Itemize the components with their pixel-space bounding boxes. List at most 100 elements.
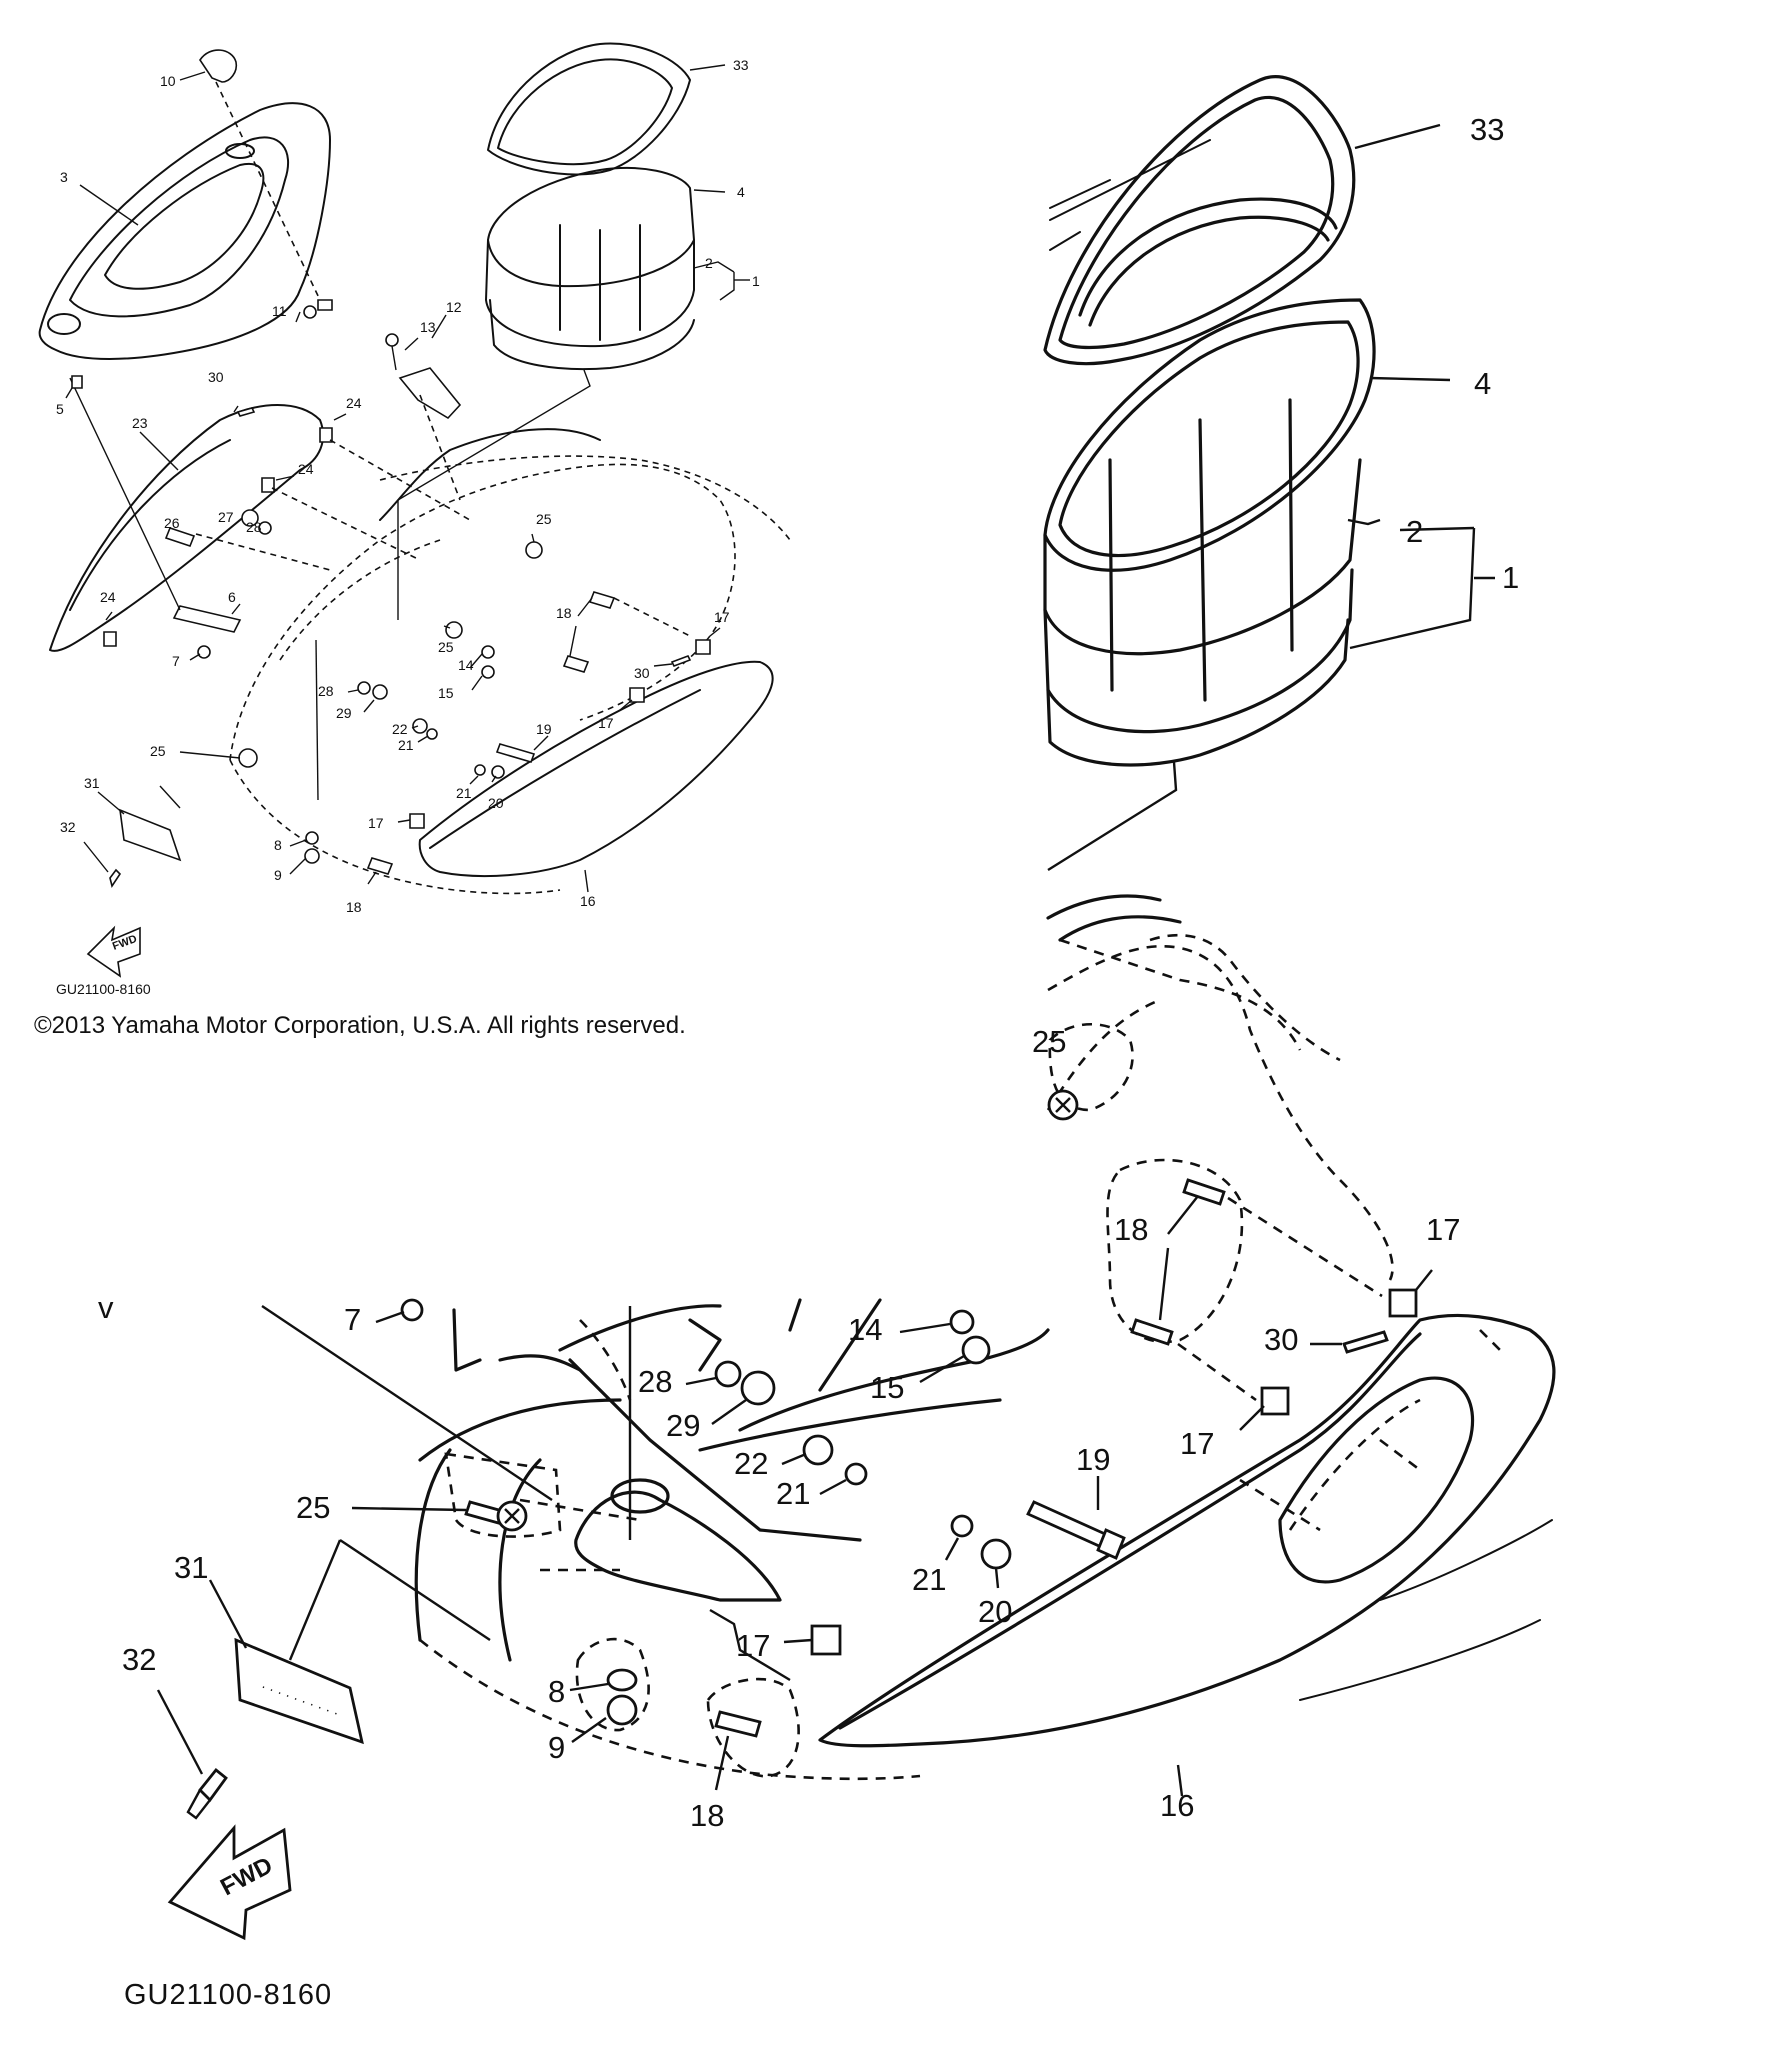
zoom-hull-front: · · · · · · · · · · v 7 14 15 28 29 22 2…	[98, 1290, 1194, 2011]
zoom-label-33: 33	[1470, 112, 1504, 147]
zoom-body-2	[1043, 568, 1354, 734]
label-28a: 28	[246, 519, 262, 535]
zoom-nut-29	[740, 1370, 776, 1406]
zoom-label-25a: 25	[1032, 1024, 1066, 1059]
label-15: 15	[438, 685, 454, 701]
label-19: 19	[536, 721, 552, 737]
zoom-label-22: 22	[734, 1446, 768, 1481]
copyright-notice: ©2013 Yamaha Motor Corporation, U.S.A. A…	[34, 1012, 686, 1039]
zoom-label-8: 8	[548, 1674, 565, 1709]
label-21a: 21	[398, 737, 414, 753]
zoom-label-32: 32	[122, 1642, 156, 1677]
label-24: 24	[346, 395, 362, 411]
zoom-label-2: 2	[1406, 514, 1423, 549]
zoom-hull-right: 25 18 17 30 17	[818, 894, 1556, 1797]
label-10: 10	[160, 73, 176, 89]
zoom-label-31: 31	[174, 1550, 208, 1585]
zoom-label-4: 4	[1474, 366, 1491, 401]
label-17a: 17	[714, 609, 730, 625]
label-7: 7	[172, 653, 180, 669]
zoom-clip-17b	[1260, 1386, 1290, 1416]
diagram-code-large: GU21100-8160	[124, 1979, 332, 2011]
label-12: 12	[446, 299, 462, 315]
zoom-nut-20	[980, 1538, 1012, 1570]
stray-mark: v	[98, 1290, 114, 1325]
label-32: 32	[60, 819, 76, 835]
zoom-label-18a: 18	[1114, 1212, 1148, 1247]
zoom-seal-33	[1043, 75, 1356, 366]
label-27: 27	[218, 509, 234, 525]
zoom-label-17c: 17	[736, 1628, 770, 1663]
bucket-frame-4	[487, 167, 695, 288]
decal-31	[119, 808, 182, 862]
label-22: 22	[392, 721, 408, 737]
zoom-bolt-18c	[714, 1710, 762, 1738]
label-17c: 17	[368, 815, 384, 831]
zoom-label-19: 19	[1076, 1442, 1110, 1477]
label-17b: 17	[598, 715, 614, 731]
overview-diagram: FWD GU21100-8160 10 33 3 4 2 1 11 13 12 …	[38, 42, 791, 997]
zoom-decal-31	[234, 1637, 364, 1745]
fwd-arrow: FWD	[86, 925, 141, 978]
label-14: 14	[458, 657, 474, 673]
label-24c: 24	[100, 589, 116, 605]
label-28b: 28	[318, 683, 334, 699]
zoom-label-9: 9	[548, 1730, 565, 1765]
label-5: 5	[56, 401, 64, 417]
zoom-washer-21a	[844, 1462, 868, 1486]
zoom-label-15: 15	[870, 1370, 904, 1405]
label-4: 4	[737, 184, 745, 200]
bucket-seal-33	[487, 42, 691, 176]
label-25c: 25	[150, 743, 166, 759]
storage-lid	[38, 102, 331, 360]
label-20: 20	[488, 795, 504, 811]
zoom-label-7: 7	[344, 1302, 361, 1337]
zoom-nut-9	[606, 1694, 638, 1726]
zoom-washer-21b	[950, 1514, 974, 1538]
zoom-fwd-arrow: FWD	[167, 1824, 292, 1941]
label-30: 30	[208, 369, 224, 385]
label-18a: 18	[556, 605, 572, 621]
gunwale-16	[418, 660, 774, 877]
label-11: 11	[272, 303, 287, 319]
zoom-spacer-30	[1342, 1330, 1389, 1354]
bucket-body-2	[489, 299, 695, 371]
label-3: 3	[60, 169, 68, 185]
zoom-gunwale-16	[818, 1313, 1556, 1748]
label-13: 13	[420, 319, 436, 335]
lid-knob	[199, 49, 238, 83]
diagram-code-small: GU21100-8160	[56, 981, 151, 997]
bracket-12	[398, 367, 462, 420]
zoom-label-20: 20	[978, 1594, 1012, 1629]
bracket-6	[172, 605, 242, 633]
zoom-nut-22	[802, 1434, 834, 1466]
label-21b: 21	[456, 785, 472, 801]
zoom-bow-plate	[574, 1490, 782, 1602]
label-25b: 25	[438, 639, 454, 655]
label-9: 9	[274, 867, 282, 883]
zoom-rivet-32	[198, 1768, 228, 1803]
zoom-label-18c: 18	[690, 1798, 724, 1833]
zoom-label-16: 16	[1160, 1788, 1194, 1823]
zoom-label-25b: 25	[296, 1490, 330, 1525]
zoom-bolt-18a	[1182, 1178, 1226, 1206]
zoom-label-30: 30	[1264, 1322, 1298, 1357]
zoom-washer-14	[949, 1309, 975, 1335]
label-31: 31	[84, 775, 100, 791]
zoom-label-1: 1	[1502, 560, 1519, 595]
zoom-bolt-18b	[1130, 1318, 1174, 1346]
zoom-label-17a: 17	[1426, 1212, 1460, 1247]
label-24b: 24	[298, 461, 314, 477]
zoom-washer-8	[606, 1668, 638, 1692]
zoom-label-29: 29	[666, 1408, 700, 1443]
label-8: 8	[274, 837, 282, 853]
zoom-washer-28	[714, 1360, 742, 1388]
label-6: 6	[228, 589, 236, 605]
zoom-label-17b: 17	[1180, 1426, 1214, 1461]
zoom-label-14: 14	[848, 1312, 882, 1347]
label-26: 26	[164, 515, 180, 531]
hull-outline	[229, 463, 736, 761]
zoom-clip-17c	[810, 1624, 842, 1656]
label-29: 29	[336, 705, 352, 721]
